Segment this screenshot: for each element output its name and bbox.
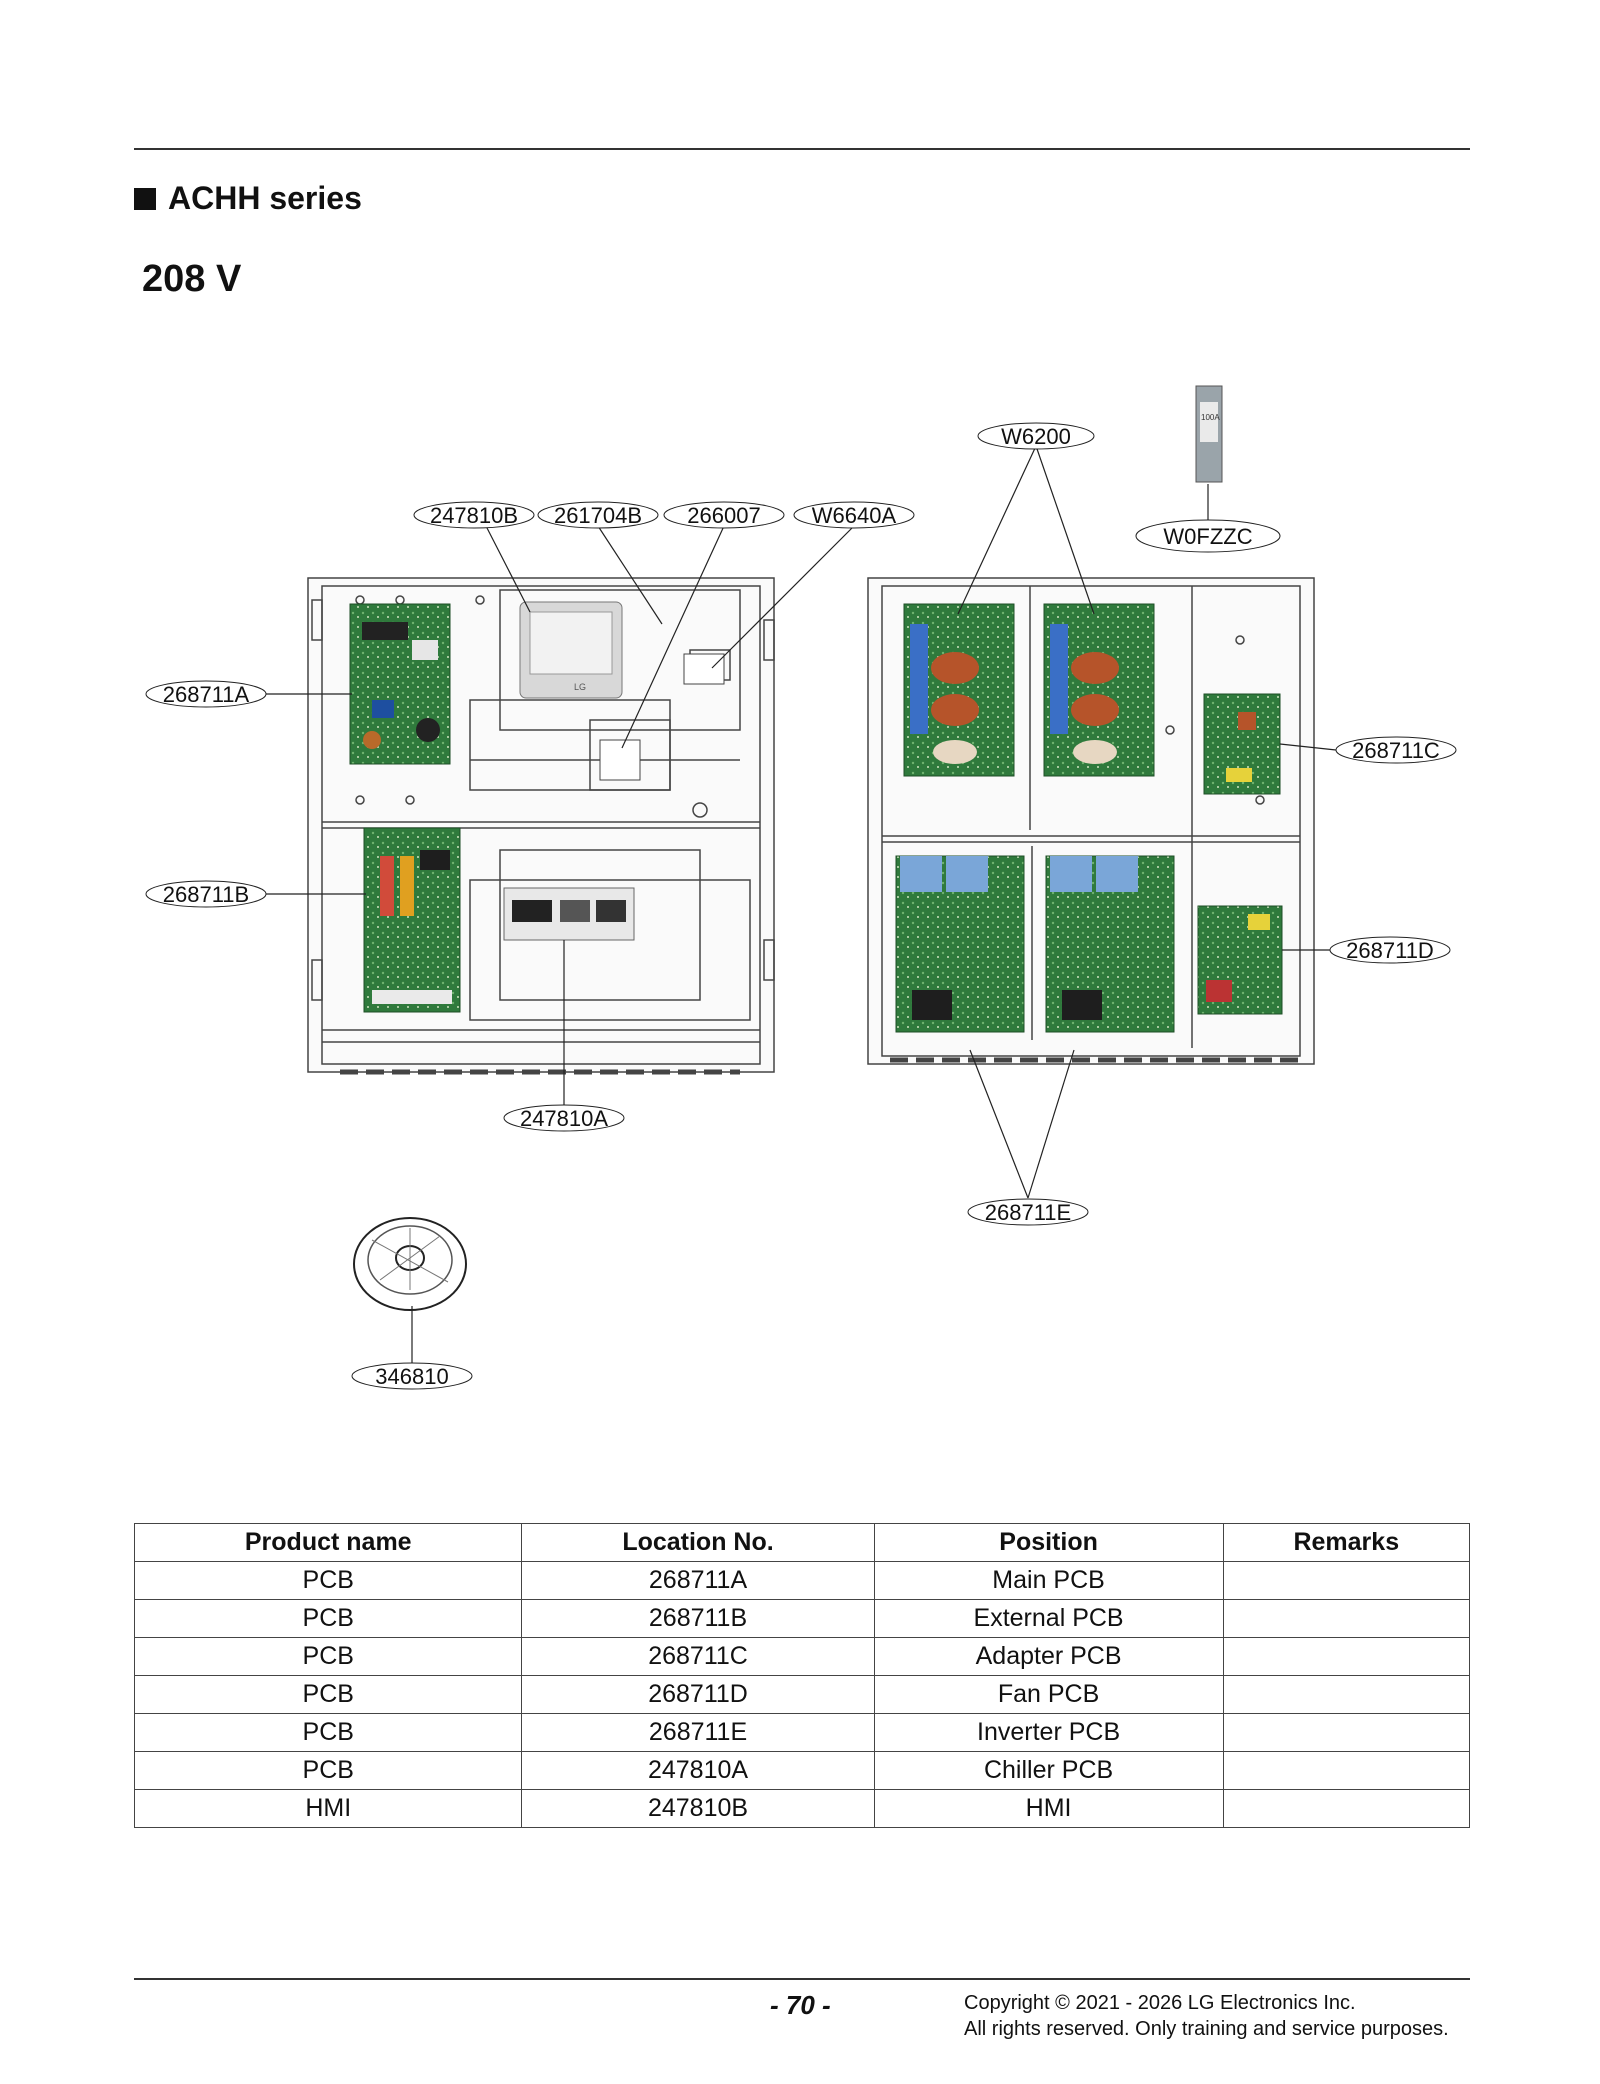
noise-filter-left (903, 603, 1015, 777)
table-cell: PCB (133, 1713, 523, 1752)
callout-268711c: 268711C (1335, 736, 1457, 764)
callout-w0fzzc: W0FZZC (1135, 519, 1281, 553)
column-header: Position (873, 1523, 1224, 1562)
leader-lines (264, 445, 1337, 1364)
svg-text:247810A: 247810A (520, 1106, 608, 1131)
section-title-text: ACHH series (168, 180, 362, 216)
hmi-247810b: LG (519, 601, 623, 699)
svg-text:261704B: 261704B (554, 503, 642, 528)
table-row: PCB 247810A Chiller PCB (133, 1751, 1471, 1790)
main-pcb-268711a (349, 603, 451, 765)
table-cell (1222, 1751, 1471, 1790)
callout-266007: 266007 (663, 501, 785, 529)
fan-pcb-268711d (1197, 905, 1283, 1015)
inverter-pcb-right (1045, 855, 1175, 1033)
inverter-pcb-left (895, 855, 1025, 1033)
svg-text:W6640A: W6640A (812, 503, 897, 528)
table-cell: HMI (873, 1789, 1224, 1828)
table-cell (1222, 1637, 1471, 1676)
svg-text:268711E: 268711E (985, 1200, 1071, 1225)
table-cell: PCB (133, 1637, 523, 1676)
terminal-block (599, 653, 725, 781)
svg-text:268711C: 268711C (1352, 738, 1440, 763)
column-header: Remarks (1222, 1523, 1471, 1562)
table-cell: Chiller PCB (873, 1751, 1224, 1790)
callout-w6200: W6200 (977, 422, 1095, 450)
callout-247810a: 247810A (503, 1104, 625, 1132)
fuse-w0fzzc: 100A (1195, 385, 1223, 483)
table-row: HMI 247810B HMI (133, 1789, 1471, 1828)
table-cell: Fan PCB (873, 1675, 1224, 1714)
callout-247810b: 247810B (413, 501, 535, 529)
page-number: - 70 - (770, 1990, 831, 2020)
svg-text:W6200: W6200 (1001, 424, 1071, 449)
fan-346810 (353, 1217, 467, 1311)
column-header: Product name (133, 1523, 523, 1562)
square-bullet-icon (134, 187, 156, 210)
svg-text:247810B: 247810B (430, 503, 518, 528)
table-row: PCB 268711D Fan PCB (133, 1675, 1471, 1714)
voltage-heading: 208 V (142, 258, 242, 300)
table-cell (1222, 1675, 1471, 1714)
chiller-pcb-247810a (503, 887, 635, 941)
callout-261704b: 261704B (537, 501, 659, 529)
svg-text:266007: 266007 (687, 503, 760, 528)
table-cell (1222, 1713, 1471, 1752)
callout-268711d: 268711D (1329, 936, 1451, 964)
svg-text:268711B: 268711B (163, 882, 249, 907)
parts-diagram: LG (145, 385, 1457, 1390)
table-cell: Inverter PCB (873, 1713, 1224, 1752)
table-cell: 268711C (521, 1637, 875, 1676)
table-cell: PCB (133, 1675, 523, 1714)
section-title: ACHH series (134, 180, 362, 217)
table-cell (1222, 1599, 1471, 1638)
callout-w6640a: W6640A (793, 501, 915, 529)
table-cell: 268711D (521, 1675, 875, 1714)
table-cell (1222, 1789, 1471, 1828)
table-cell: PCB (133, 1751, 523, 1790)
copyright-notice: Copyright © 2021 - 2026 LG Electronics I… (964, 1990, 1449, 2042)
svg-text:346810: 346810 (375, 1364, 448, 1389)
table-cell: 268711B (521, 1599, 875, 1638)
table-cell (1222, 1561, 1471, 1600)
table-cell: Adapter PCB (873, 1637, 1224, 1676)
table-cell: HMI (133, 1789, 523, 1828)
adapter-pcb-268711c (1203, 693, 1281, 795)
fuse-label: 100A (1201, 413, 1220, 422)
table-cell: 268711E (521, 1713, 875, 1752)
svg-text:W0FZZC: W0FZZC (1163, 524, 1252, 549)
footer-rule (134, 1978, 1470, 1980)
table-row: PCB 268711A Main PCB (133, 1561, 1471, 1600)
callout-268711e: 268711E (967, 1198, 1089, 1226)
table-cell: 247810B (521, 1789, 875, 1828)
svg-text:268711D: 268711D (1346, 938, 1434, 963)
callout-346810: 346810 (351, 1362, 473, 1390)
table-row: PCB 268711B External PCB (133, 1599, 1471, 1638)
table-cell: 247810A (521, 1751, 875, 1790)
header-rule (134, 148, 1470, 150)
svg-text:268711A: 268711A (163, 682, 250, 707)
table-row: PCB 268711C Adapter PCB (133, 1637, 1471, 1676)
noise-filter-right (1043, 603, 1155, 777)
table-cell: PCB (133, 1561, 523, 1600)
external-pcb-268711b (363, 827, 461, 1013)
callout-268711a: 268711A (145, 680, 267, 708)
parts-table: Product name Location No. Position Remar… (133, 1523, 1471, 1828)
table-row: PCB 268711E Inverter PCB (133, 1713, 1471, 1752)
hmi-logo-text: LG (574, 682, 586, 692)
table-cell: External PCB (873, 1599, 1224, 1638)
table-cell: PCB (133, 1599, 523, 1638)
table-header-row: Product name Location No. Position Remar… (133, 1523, 1471, 1562)
column-header: Location No. (521, 1523, 875, 1562)
copyright-line-2: All rights reserved. Only training and s… (964, 2018, 1449, 2040)
copyright-line-1: Copyright © 2021 - 2026 LG Electronics I… (964, 1992, 1356, 2014)
table-cell: Main PCB (873, 1561, 1224, 1600)
table-cell: 268711A (521, 1561, 875, 1600)
callout-268711b: 268711B (145, 880, 267, 908)
